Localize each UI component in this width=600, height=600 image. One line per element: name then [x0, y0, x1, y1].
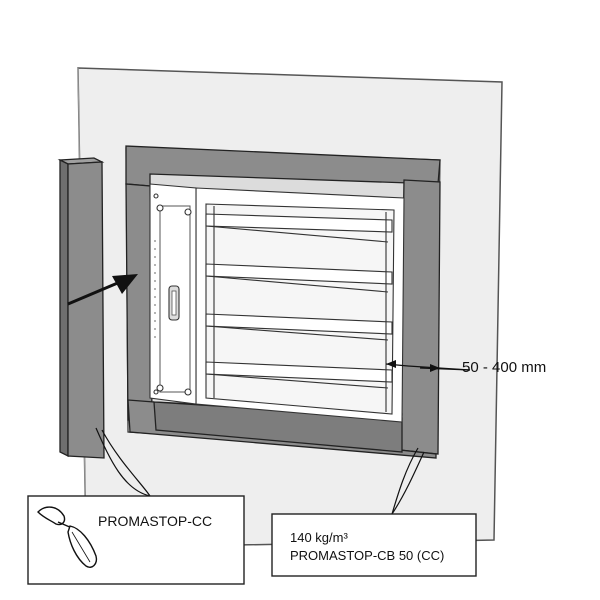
- board-frame: [125, 145, 441, 459]
- damper-blades: [205, 213, 393, 389]
- damper: [149, 183, 405, 423]
- board-callout: 140 kg/m³ PROMASTOP-CB 50 (CC): [271, 513, 477, 577]
- loose-board-strip: [57, 157, 105, 459]
- dimension-leader: [385, 360, 471, 372]
- insert-arrow-icon: [67, 274, 138, 306]
- dimension-label: 50 - 400 mm: [462, 359, 546, 376]
- board-density-label: 140 kg/m³: [290, 530, 348, 545]
- board-right: [399, 179, 441, 455]
- damper-handle: [168, 285, 180, 321]
- callout-pointers: [95, 427, 425, 515]
- trowel-product-label: PROMASTOP-CC: [98, 513, 212, 529]
- board-product-label: PROMASTOP-CB 50 (CC): [290, 548, 444, 563]
- board-left: [125, 183, 153, 421]
- trowel-callout: PROMASTOP-CC: [27, 495, 245, 585]
- trowel-icon: [37, 506, 98, 568]
